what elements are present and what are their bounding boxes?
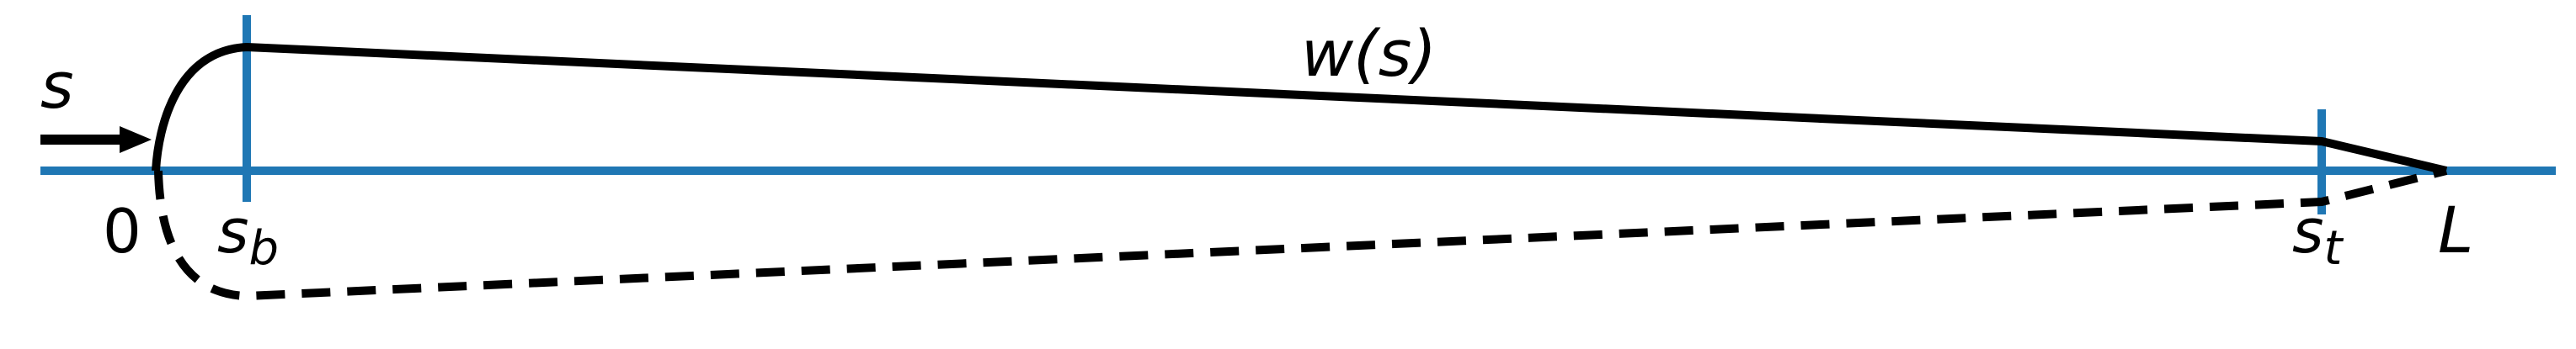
width-function-label: w(s) xyxy=(1301,16,1437,91)
st-label: st xyxy=(2292,196,2344,276)
st-label-sub: t xyxy=(2324,221,2344,276)
length-label: L xyxy=(2438,193,2473,267)
lower-profile-outline xyxy=(154,167,2448,300)
upper-profile-outline xyxy=(152,43,2448,175)
arc-variable-label: s xyxy=(40,48,74,123)
st-label-main: s xyxy=(2292,196,2324,267)
origin-label: 0 xyxy=(103,196,141,267)
s-direction-arrowhead xyxy=(120,126,152,153)
sb-label: sb xyxy=(217,196,279,276)
sb-label-sub: b xyxy=(249,221,280,276)
sb-label-main: s xyxy=(217,196,249,267)
